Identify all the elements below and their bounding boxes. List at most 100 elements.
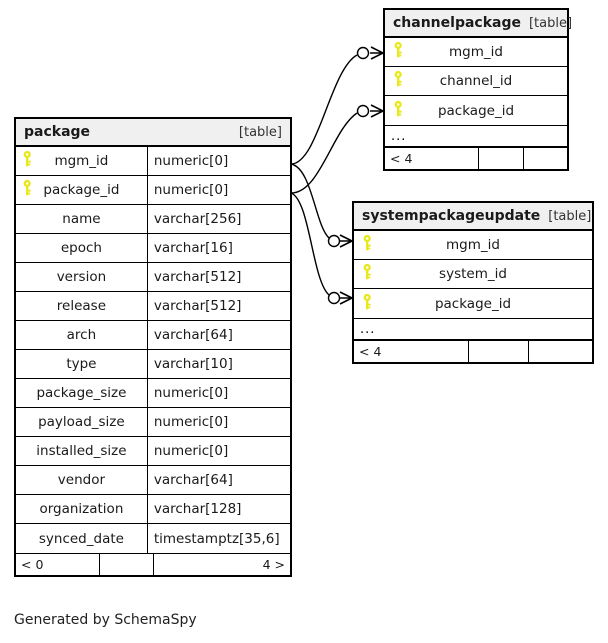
table-row[interactable]: payload_size numeric[0] bbox=[16, 408, 290, 437]
column-name-cell: version bbox=[16, 263, 147, 291]
table-row[interactable]: package_size numeric[0] bbox=[16, 379, 290, 408]
column-name-label: mgm_id bbox=[449, 44, 503, 60]
footer-left-count: < 4 bbox=[359, 344, 382, 359]
column-type-label: varchar[64] bbox=[153, 327, 233, 343]
column-name-label: arch bbox=[66, 327, 97, 343]
table-row[interactable]: system_id bbox=[354, 260, 592, 289]
table-row[interactable]: package_id numeric[0] bbox=[16, 176, 290, 205]
column-type-cell: varchar[128] bbox=[146, 495, 290, 523]
table-body-systempackageupdate: mgm_id system_id package_id bbox=[354, 231, 592, 318]
table-row[interactable]: synced_date timestamptz[35,6] bbox=[16, 524, 290, 553]
column-type-cell: varchar[512] bbox=[146, 263, 290, 291]
footer-middle-cell bbox=[468, 341, 528, 362]
column-name-label: channel_id bbox=[439, 73, 513, 89]
table-footer-channelpackage: < 4 bbox=[385, 147, 567, 169]
table-row[interactable]: vendor varchar[64] bbox=[16, 466, 290, 495]
column-type-label: varchar[128] bbox=[153, 501, 242, 517]
table-title: systempackageupdate bbox=[362, 208, 541, 224]
table-row[interactable]: organization varchar[128] bbox=[16, 495, 290, 524]
table-row[interactable]: mgm_id numeric[0] bbox=[16, 147, 290, 176]
table-row[interactable]: type varchar[10] bbox=[16, 350, 290, 379]
column-name-label: system_id bbox=[439, 266, 507, 282]
column-name-label: payload_size bbox=[38, 414, 125, 430]
column-type-cell: numeric[0] bbox=[146, 147, 290, 175]
table-row[interactable]: package_id bbox=[385, 96, 567, 125]
table-row[interactable]: release varchar[512] bbox=[16, 292, 290, 321]
column-type-cell: varchar[10] bbox=[146, 350, 290, 378]
table-row[interactable]: channel_id bbox=[385, 67, 567, 96]
column-type-label: varchar[512] bbox=[153, 298, 242, 314]
more-columns-indicator: ... bbox=[385, 125, 567, 147]
column-name-label: type bbox=[66, 356, 97, 372]
table-title: channelpackage bbox=[393, 15, 521, 31]
primary-key-icon bbox=[362, 234, 373, 256]
column-type-label: numeric[0] bbox=[153, 153, 229, 169]
table-title: package bbox=[24, 124, 91, 140]
column-name-cell: epoch bbox=[16, 234, 147, 262]
column-name-cell: synced_date bbox=[16, 524, 147, 553]
column-name-cell: mgm_id bbox=[16, 147, 147, 175]
table-type-tag: [table] bbox=[548, 208, 592, 224]
footer-right-count bbox=[523, 148, 567, 169]
footer-left-count: < 4 bbox=[390, 151, 413, 166]
relationship-package-packageid-channelpackage bbox=[290, 104, 384, 194]
column-type-label: numeric[0] bbox=[153, 414, 229, 430]
table-row[interactable]: package_id bbox=[354, 289, 592, 318]
column-name-label: installed_size bbox=[36, 443, 127, 459]
column-name-cell: mgm_id bbox=[354, 231, 592, 259]
primary-key-icon bbox=[22, 150, 33, 172]
primary-key-icon bbox=[393, 100, 404, 121]
table-body-package: mgm_id numeric[0] package_id numeric[0] name… bbox=[16, 147, 290, 553]
column-name-label: epoch bbox=[60, 240, 102, 256]
column-name-cell: organization bbox=[16, 495, 147, 523]
column-name-label: release bbox=[56, 298, 107, 314]
column-type-label: varchar[512] bbox=[153, 269, 242, 285]
column-type-label: timestamptz[35,6] bbox=[153, 530, 280, 547]
column-name-cell: package_id bbox=[354, 289, 592, 318]
column-type-label: numeric[0] bbox=[153, 385, 229, 401]
diagram-caption: Generated by SchemaSpy bbox=[14, 612, 197, 628]
table-row[interactable]: arch varchar[64] bbox=[16, 321, 290, 350]
footer-right-count bbox=[528, 341, 592, 362]
column-name-label: mgm_id bbox=[54, 153, 109, 169]
footer-middle-cell bbox=[478, 148, 523, 169]
table-header-package: package [table] bbox=[16, 119, 290, 147]
column-type-cell: timestamptz[35,6] bbox=[146, 524, 290, 553]
footer-right-count: 4 > bbox=[153, 554, 290, 575]
table-row[interactable]: mgm_id bbox=[354, 231, 592, 260]
column-name-label: package_id bbox=[434, 295, 512, 312]
column-name-cell: channel_id bbox=[385, 67, 567, 95]
column-type-cell: numeric[0] bbox=[146, 437, 290, 465]
table-row[interactable]: epoch varchar[16] bbox=[16, 234, 290, 263]
column-name-cell: installed_size bbox=[16, 437, 147, 465]
table-body-channelpackage: mgm_id channel_id package_id bbox=[385, 38, 567, 125]
primary-key-icon bbox=[22, 179, 33, 201]
column-type-cell: varchar[256] bbox=[146, 205, 290, 233]
footer-left-count: < 0 bbox=[21, 557, 44, 572]
relationship-package-mgmid-channelpackage bbox=[290, 46, 384, 165]
column-name-label: package_size bbox=[36, 385, 127, 401]
column-type-label: numeric[0] bbox=[153, 182, 229, 198]
column-type-cell: varchar[16] bbox=[146, 234, 290, 262]
column-name-cell: package_id bbox=[385, 96, 567, 125]
column-name-cell: package_size bbox=[16, 379, 147, 407]
primary-key-icon bbox=[393, 70, 404, 92]
table-row[interactable]: mgm_id bbox=[385, 38, 567, 67]
table-row[interactable]: installed_size numeric[0] bbox=[16, 437, 290, 466]
table-row[interactable]: version varchar[512] bbox=[16, 263, 290, 292]
column-name-label: package_id bbox=[43, 182, 120, 198]
table-header-systempackageupdate: systempackageupdate [table] bbox=[354, 203, 592, 231]
column-name-cell: payload_size bbox=[16, 408, 147, 436]
relationship-package-packageid-systempackageupdate bbox=[290, 192, 353, 305]
column-type-cell: numeric[0] bbox=[146, 379, 290, 407]
column-name-cell: vendor bbox=[16, 466, 147, 494]
table-footer-package: < 0 4 > bbox=[16, 553, 290, 575]
column-type-cell: numeric[0] bbox=[146, 176, 290, 204]
column-type-label: varchar[64] bbox=[153, 472, 233, 488]
relationship-package-mgmid-systempackageupdate bbox=[290, 163, 353, 248]
column-name-cell: name bbox=[16, 205, 147, 233]
